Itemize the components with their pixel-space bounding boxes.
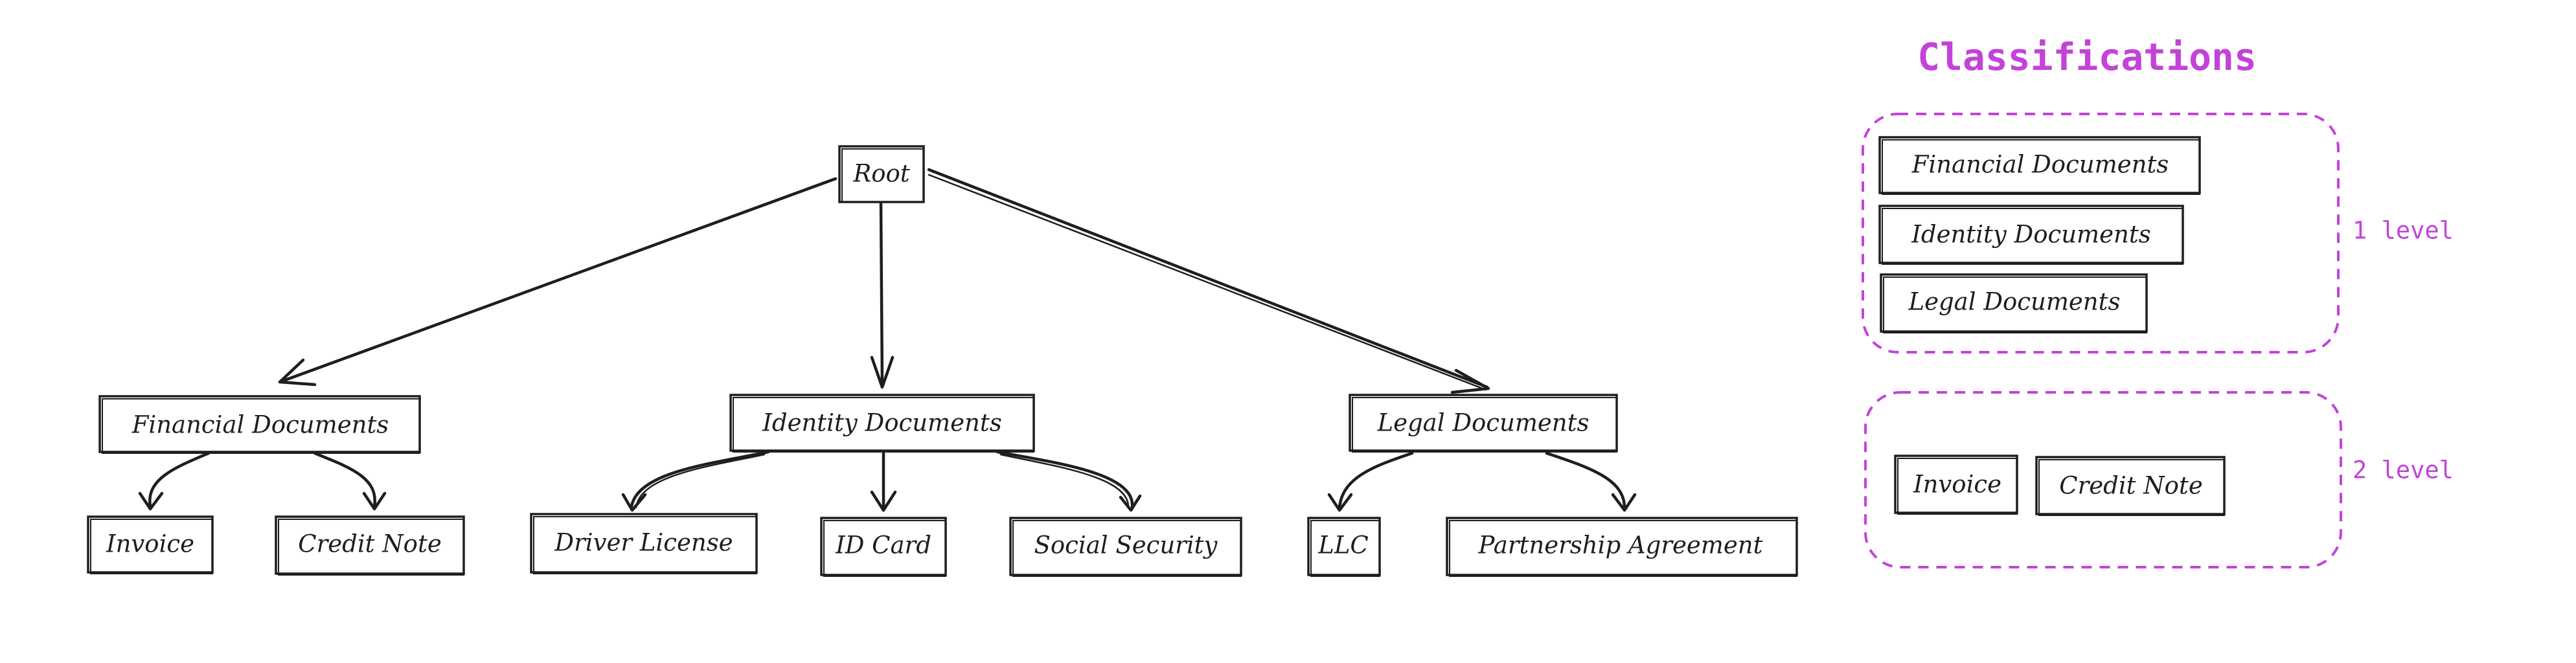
node-socialsecurity-label: Social Security [1034, 532, 1218, 559]
node-identity-label: Identity Documents [762, 409, 1001, 437]
level1-item-legal-label: Legal Documents [1908, 288, 2121, 316]
node-driverlicense-label: Driver License [554, 529, 733, 557]
arrowhead-identity [870, 355, 895, 389]
arrowhead-driverlicense [621, 493, 647, 512]
node-driverlicense: Driver License [530, 513, 758, 574]
node-partnership: Partnership Agreement [1446, 517, 1798, 577]
edge-root-legal [927, 168, 1489, 389]
level1-label: 1 level [2353, 217, 2454, 245]
arrowhead-creditnote [362, 491, 387, 511]
edge-identity-socialsecurity-double [999, 453, 1130, 509]
level1-group-box [1862, 113, 2340, 354]
node-llc-label: LLC [1317, 532, 1368, 559]
level2-label: 2 level [2353, 456, 2454, 484]
node-creditnote-label: Credit Note [298, 530, 441, 558]
edge-root-financial [278, 177, 838, 384]
edge-financial-creditnote [313, 451, 376, 508]
level2-item-invoice-label: Invoice [1913, 471, 2001, 499]
level2-item-invoice: Invoice [1894, 455, 2018, 515]
arrowhead-llc [1327, 493, 1353, 512]
arrowhead-financial [278, 358, 317, 387]
node-llc: LLC [1307, 517, 1381, 577]
arrowhead-partnership [1611, 493, 1637, 512]
node-idcard-label: ID Card [835, 532, 931, 559]
level1-item-identity-label: Identity Documents [1911, 221, 2150, 249]
arrowhead-legal [1450, 368, 1490, 394]
edge-identity-socialsecurity [996, 450, 1134, 508]
node-root-label: Root [852, 160, 909, 188]
node-legal-label: Legal Documents [1377, 409, 1590, 437]
tree-edges [138, 168, 1637, 512]
node-root: Root [838, 145, 925, 203]
level2-group-box [1864, 391, 2342, 568]
level1-item-financial-label: Financial Documents [1911, 151, 2169, 179]
edge-root-legal-double [928, 174, 1487, 391]
node-invoice-label: Invoice [106, 530, 194, 558]
node-financial-label: Financial Documents [131, 411, 389, 439]
arrowhead-idcard [870, 490, 897, 512]
node-idcard: ID Card [820, 517, 947, 577]
node-identity: Identity Documents [729, 394, 1035, 453]
level1-item-financial: Financial Documents [1878, 136, 2201, 195]
node-legal: Legal Documents [1349, 394, 1618, 453]
node-invoice: Invoice [87, 515, 214, 574]
arrowhead-socialsecurity [1119, 494, 1142, 512]
edge-root-identity [879, 200, 884, 387]
node-partnership-label: Partnership Agreement [1478, 532, 1763, 559]
node-financial: Financial Documents [98, 395, 421, 454]
node-creditnote: Credit Note [275, 515, 465, 576]
classifications-panel: Classifications Financial Documents Iden… [1862, 35, 2454, 568]
edge-financial-invoice [148, 451, 211, 508]
level1-item-identity: Identity Documents [1878, 205, 2184, 265]
node-socialsecurity: Social Security [1009, 517, 1242, 577]
tree-nodes: Root Financial Documents Identity Docume… [87, 145, 1798, 577]
edge-identity-driverlicense [630, 450, 770, 508]
level2-item-creditnote: Credit Note [2035, 456, 2226, 516]
edge-identity-driverlicense-double [635, 453, 766, 509]
classifications-title: Classifications [1917, 35, 2257, 79]
edge-legal-partnership [1545, 451, 1626, 510]
edge-legal-llc [1338, 451, 1414, 510]
level1-item-legal: Legal Documents [1880, 273, 2148, 333]
level2-item-creditnote-label: Credit Note [2059, 472, 2202, 500]
arrowhead-invoice [138, 491, 164, 511]
